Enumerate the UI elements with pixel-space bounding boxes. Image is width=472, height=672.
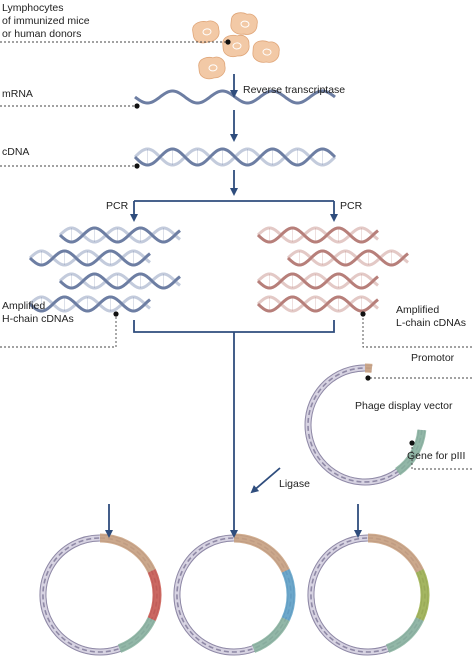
- lymphocyte-cell: [252, 40, 280, 63]
- helix-back-strand: [286, 249, 409, 267]
- h-chain-leader-dot: [113, 311, 119, 317]
- amplified-h-line2: H-chain cDNAs: [2, 313, 74, 325]
- l-chain-cdna-helix: [256, 226, 379, 244]
- combined-library-plasmid: [307, 533, 430, 656]
- cdna-leader-dot: [134, 163, 140, 169]
- lymphocyte-cell: [222, 34, 250, 58]
- h-chain-cdna-helix: [28, 249, 151, 267]
- l-chain-leader-line: [362, 314, 472, 348]
- h-chain-cdna-helix: [58, 226, 181, 244]
- helix-back-strand: [256, 226, 379, 244]
- pcr-right-label: PCR: [340, 200, 363, 212]
- h-chain-insert: [147, 568, 162, 622]
- l-chain-cdna-helix: [286, 249, 409, 267]
- plasmid-helix-strand: [42, 537, 158, 653]
- lymphocytes-label: Lymphocytes of immunized mice or human d…: [2, 2, 90, 41]
- promotor-label: Promotor: [411, 352, 455, 364]
- plasmids: [39, 363, 430, 656]
- ligase-label: Ligase: [279, 478, 310, 490]
- cell-nucleus: [232, 42, 242, 50]
- helix-front-strand: [58, 272, 181, 290]
- promoter-segment: [233, 533, 290, 573]
- phage-display-vector-plasmid: [304, 363, 427, 486]
- piii-segment: [394, 429, 427, 476]
- amplified-l-line1: Amplified: [396, 304, 440, 316]
- helix-front-strand: [256, 295, 379, 313]
- promotor-leader-dot: [365, 375, 371, 381]
- plasmid-helix-strand: [176, 537, 292, 653]
- ligase-arrow: [250, 467, 281, 494]
- cdna-label: cDNA: [2, 146, 30, 158]
- helix-front-strand: [256, 272, 379, 290]
- promoter-segment: [367, 533, 424, 573]
- plasmid-helix-strand: [310, 537, 426, 653]
- cell-body: [192, 20, 220, 44]
- lymphocyte-cell: [192, 20, 220, 44]
- connector-lines: [0, 39, 472, 538]
- l-chain-insert: [281, 568, 296, 622]
- mrna-label: mRNA: [2, 88, 33, 100]
- lymphocyte-cells: [192, 12, 280, 80]
- cell-body: [198, 56, 226, 80]
- cdna-helix: [133, 147, 337, 167]
- cell-nucleus: [262, 48, 272, 56]
- helix-back-strand: [58, 272, 181, 290]
- piii-segment: [385, 617, 424, 653]
- piii-segment: [251, 617, 290, 653]
- h-chain-cdna-helix: [58, 272, 181, 290]
- lymphocytes-label-line3: or human donors: [2, 28, 82, 40]
- lymphocytes-label-line2: of immunized mice: [2, 15, 90, 27]
- helix-front-strand: [256, 226, 379, 244]
- lymphocyte-cell: [230, 12, 258, 35]
- l-chain-library-plasmid: [173, 533, 296, 656]
- cell-nucleus: [208, 64, 218, 72]
- lymphocyte-cell: [198, 56, 226, 80]
- amplified-merge-bracket: [133, 320, 335, 333]
- l-chain-leader-dot: [360, 311, 366, 317]
- piii-leader-line: [411, 443, 472, 470]
- mrna-leader-dot: [134, 103, 140, 109]
- l-chain-cdna-helix: [256, 272, 379, 290]
- combined-insert: [415, 568, 430, 622]
- helix-front-strand: [28, 295, 151, 313]
- piii-leader-dot: [409, 440, 415, 446]
- amplified-l-chain-label: Amplified L-chain cDNAs: [396, 304, 466, 330]
- l-chain-cdna-helix: [256, 295, 379, 313]
- phage-display-vector-label: Phage display vector: [355, 400, 453, 412]
- reverse-transcriptase-label: Reverse transcriptase: [243, 84, 346, 96]
- lymphocytes-label-line1: Lymphocytes: [2, 2, 64, 14]
- h-chain-library-plasmid: [39, 533, 162, 656]
- promoter-segment: [99, 533, 156, 573]
- helix-front-strand: [133, 147, 337, 167]
- amplified-l-line2: L-chain cDNAs: [396, 317, 467, 329]
- piii-segment: [117, 617, 156, 653]
- cell-body: [222, 34, 250, 58]
- h-chain-cdna-helix: [28, 295, 151, 313]
- helix-back-strand: [28, 249, 151, 267]
- gene-for-piii-label: Gene for pIII: [407, 450, 466, 462]
- dna-strands: [28, 89, 409, 313]
- helix-front-strand: [286, 249, 409, 267]
- pcr-left-label: PCR: [106, 200, 129, 212]
- helix-front-strand: [58, 226, 181, 244]
- amplified-h-chain-label: Amplified H-chain cDNAs: [2, 300, 74, 326]
- h-chain-leader-line: [0, 314, 117, 348]
- helix-back-strand: [28, 295, 151, 313]
- helix-back-strand: [256, 295, 379, 313]
- amplified-h-line1: Amplified: [2, 300, 46, 312]
- cell-body: [252, 40, 280, 63]
- lymphocytes-leader-dot: [225, 39, 231, 45]
- cell-body: [230, 12, 258, 35]
- helix-back-strand: [256, 272, 379, 290]
- helix-front-strand: [28, 249, 151, 267]
- helix-back-strand: [58, 226, 181, 244]
